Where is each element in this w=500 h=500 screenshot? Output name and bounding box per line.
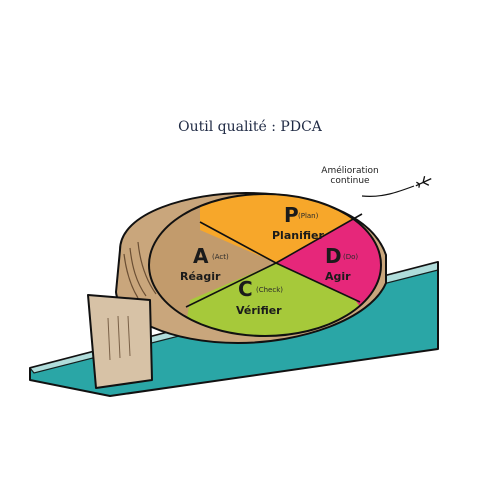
wedge-block — [87, 294, 153, 389]
word-do: Agir — [325, 270, 351, 283]
arrow-icon — [361, 185, 415, 197]
letter-c: C — [238, 277, 253, 301]
pdca-wheel — [114, 191, 387, 345]
quadrant-act: A (Act) Réagir — [180, 244, 229, 283]
sub-check: (Check) — [256, 286, 283, 294]
letter-a: A — [193, 244, 209, 268]
word-plan: Planifier — [272, 229, 324, 242]
annotation-line-1: Amélioration — [321, 165, 378, 176]
improvement-annotation: Amélioration continue — [321, 165, 432, 197]
sub-act: (Act) — [212, 253, 229, 261]
letter-p: P — [284, 203, 299, 227]
quadrant-check: C (Check) Vérifier — [236, 277, 283, 317]
sub-plan: (Plan) — [298, 212, 319, 220]
word-act: Réagir — [180, 270, 221, 283]
airplane-icon — [415, 176, 432, 188]
quadrant-plan: P (Plan) Planifier — [272, 203, 324, 242]
letter-d: D — [325, 244, 342, 268]
sub-do: (Do) — [343, 253, 358, 261]
word-check: Vérifier — [236, 304, 282, 317]
annotation-line-2: continue — [330, 176, 370, 186]
quadrant-do: D (Do) Agir — [325, 244, 358, 283]
page-title: Outil qualité : PDCA — [178, 119, 322, 135]
